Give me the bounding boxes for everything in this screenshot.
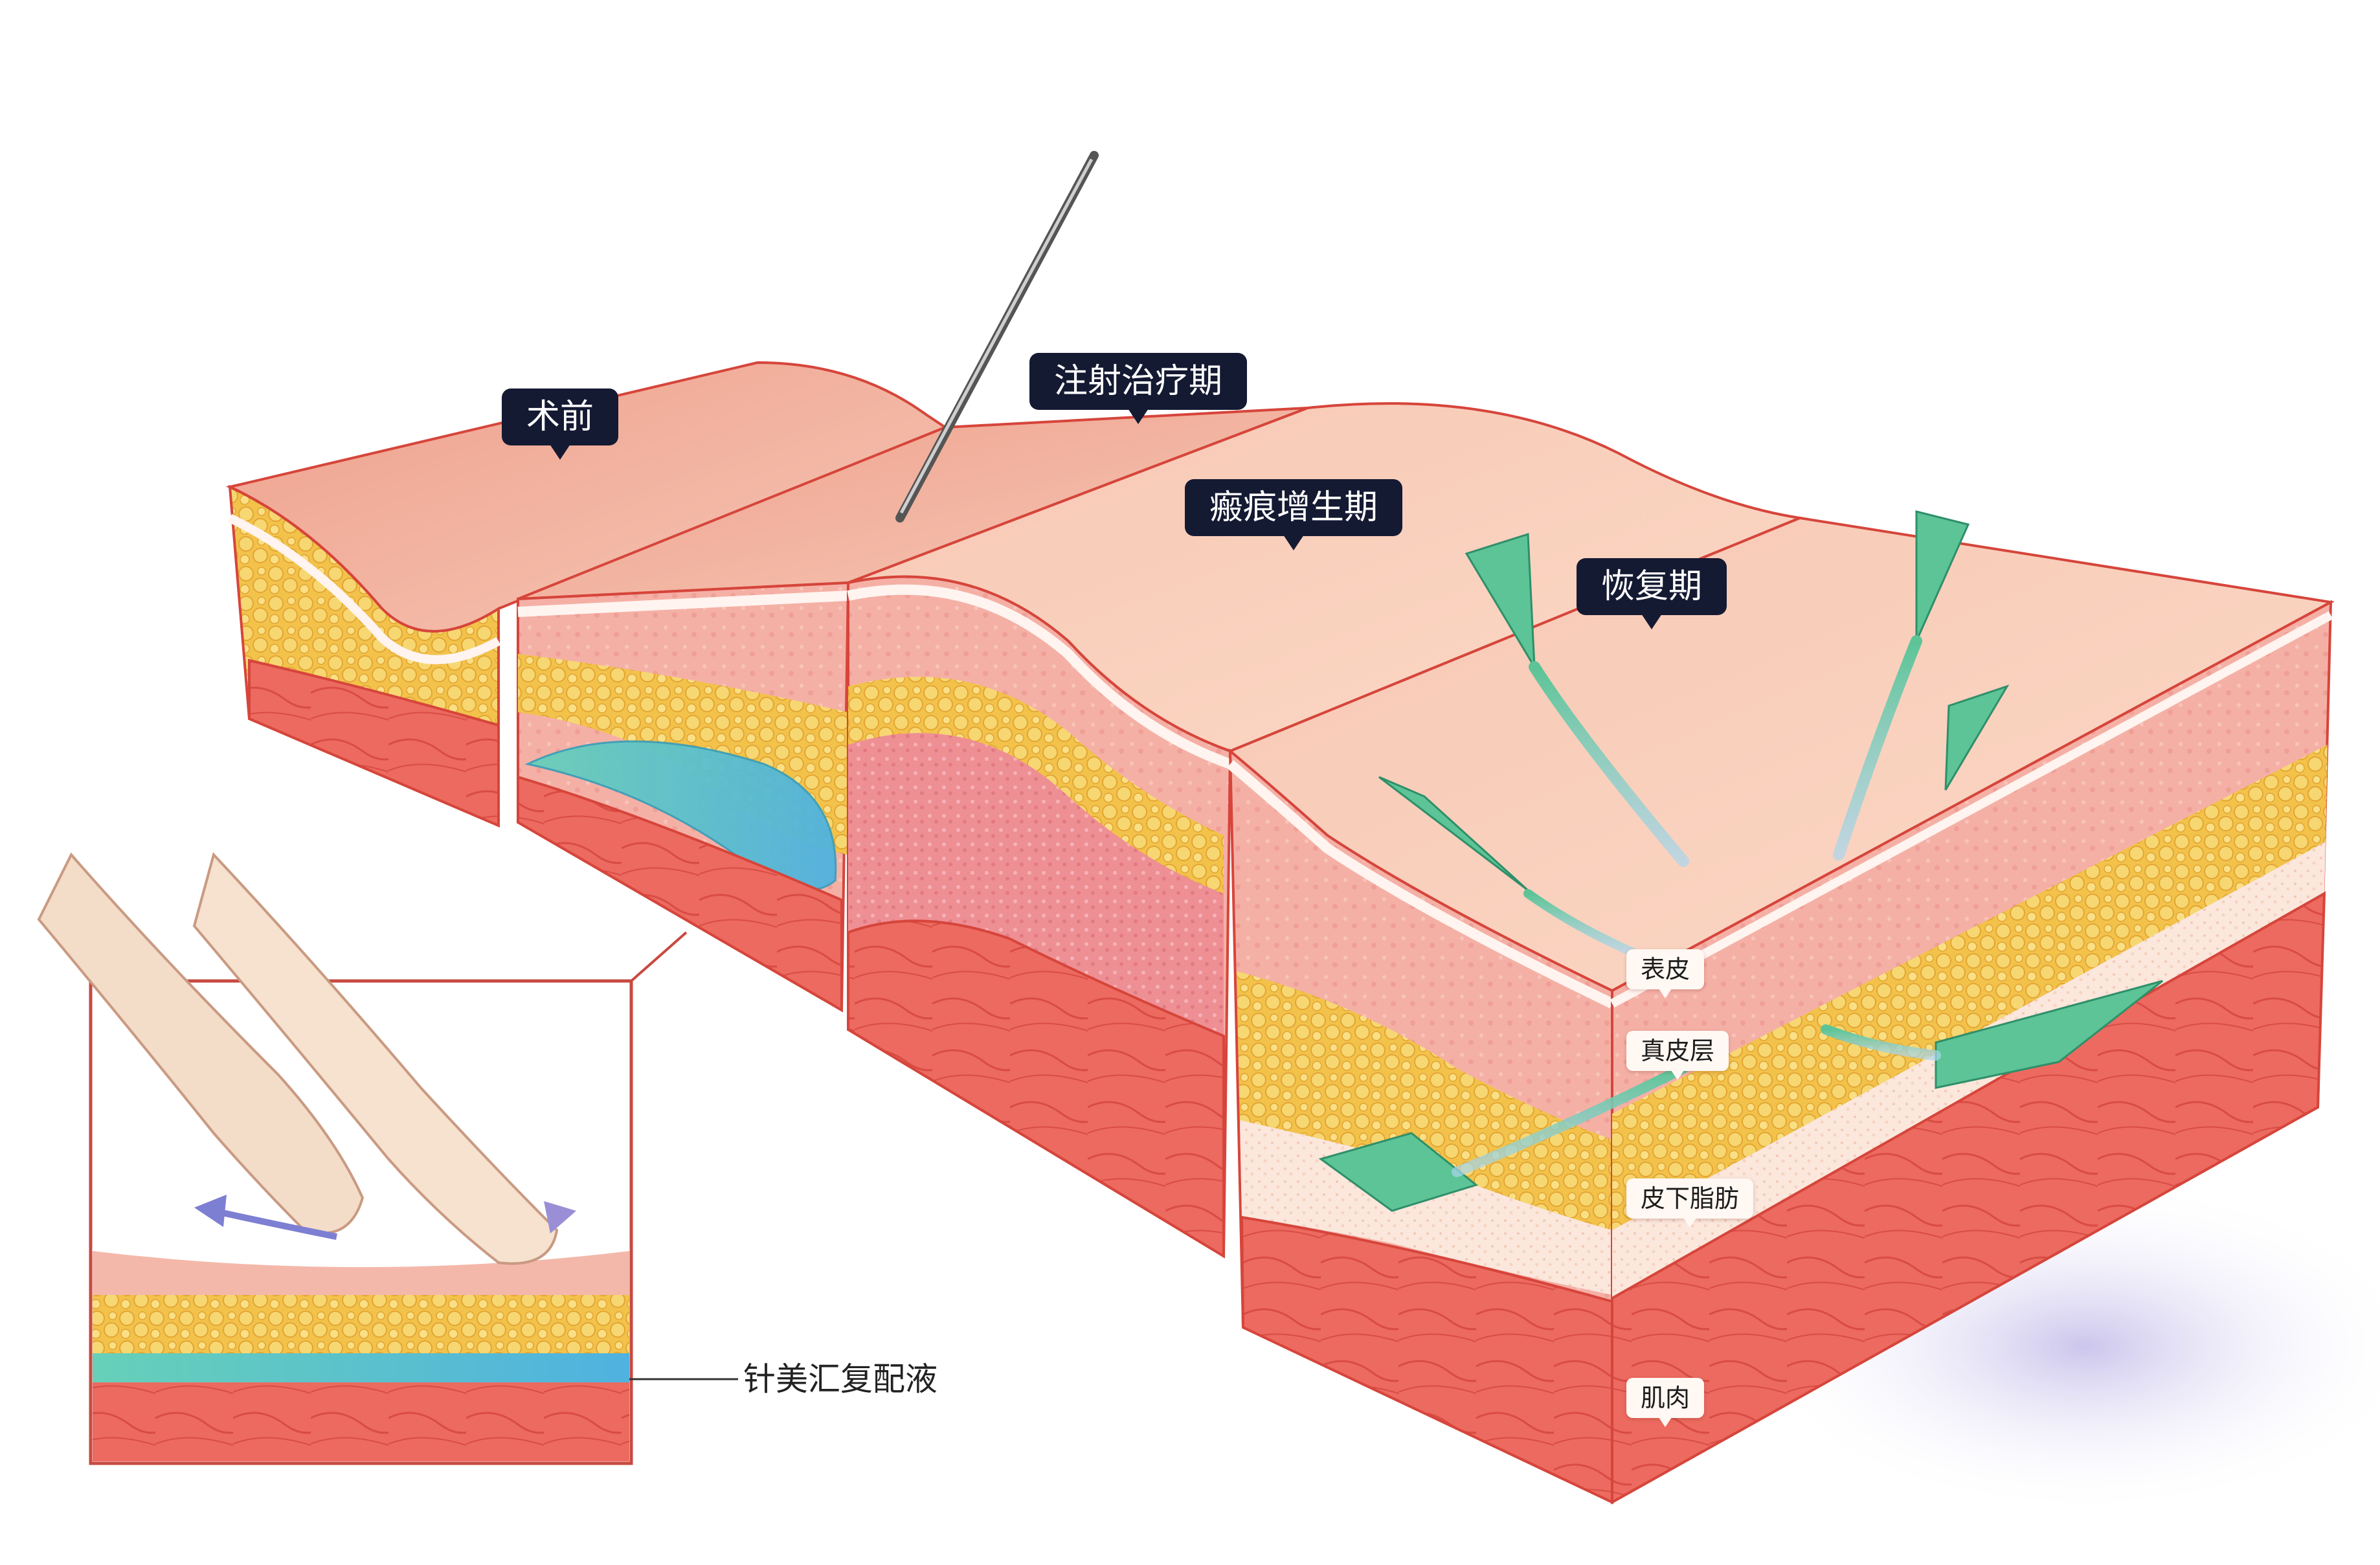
pre-op-muscle bbox=[248, 659, 500, 828]
arrow-icon bbox=[1944, 684, 2010, 791]
block-pre-op bbox=[225, 361, 949, 828]
hyperplasia-epidermis-line bbox=[847, 584, 1232, 769]
finger-icon bbox=[37, 852, 365, 1235]
injection-muscle bbox=[517, 775, 843, 1013]
needle-icon bbox=[895, 151, 1099, 523]
injection-gel bbox=[524, 740, 837, 891]
inset-connector-line bbox=[630, 931, 688, 982]
left-arrow-icon bbox=[212, 1208, 337, 1240]
arrow-icon bbox=[1465, 532, 1536, 668]
stage-label-recovery: 恢复期 bbox=[1577, 558, 1727, 629]
inset-fat-layer bbox=[93, 1295, 629, 1353]
arrow-trail-icon bbox=[1529, 661, 1689, 867]
arrow-trail-icon bbox=[1523, 889, 1636, 956]
recovery-front-fat bbox=[1237, 971, 1612, 1230]
hyperplasia-fat-layer bbox=[848, 677, 1224, 894]
right-arrow-head-icon bbox=[544, 1201, 576, 1233]
hyperplasia-scar-tissue bbox=[848, 733, 1224, 1036]
layer-label-epidermis: 表皮 bbox=[1626, 949, 1705, 998]
inset-panel bbox=[37, 852, 738, 1465]
recovery-front-muscle bbox=[1240, 1215, 1613, 1505]
arrow-trail-icon bbox=[1833, 635, 1922, 861]
stage-label-hyperplasia: 瘢痕增生期 bbox=[1185, 479, 1403, 550]
layer-label-dermis: 真皮层 bbox=[1626, 1031, 1729, 1080]
injection-epidermis-line bbox=[517, 591, 849, 617]
stage-label-pre-op: 术前 bbox=[502, 388, 619, 460]
pre-op-epidermis-line bbox=[227, 513, 501, 664]
layer-label-subcutaneous-fat: 皮下脂肪 bbox=[1626, 1178, 1754, 1228]
recovery-side-epidermis bbox=[1610, 611, 2333, 1008]
finger-icon bbox=[192, 852, 559, 1265]
hyperplasia-muscle bbox=[847, 919, 1225, 1259]
recovery-front-epidermis bbox=[1226, 760, 1615, 1009]
inset-muscle-layer bbox=[93, 1382, 629, 1461]
stage-label-injection: 注射治疗期 bbox=[1029, 353, 1248, 424]
arrow-trail-icon bbox=[1821, 1024, 1941, 1061]
healing-arrows bbox=[1318, 510, 2163, 1212]
inset-solution-layer bbox=[93, 1353, 629, 1382]
recovery-side-fat bbox=[1612, 745, 2328, 1230]
arrow-icon bbox=[1378, 776, 1529, 892]
layer-label-muscle: 肌肉 bbox=[1626, 1378, 1705, 1427]
arrow-icon bbox=[1318, 1132, 1479, 1212]
inset-epidermis-line bbox=[92, 1242, 630, 1267]
solution-label: 针美汇复配液 bbox=[743, 1360, 937, 1398]
arrow-icon bbox=[1935, 980, 2163, 1089]
block-hyperplasia bbox=[847, 402, 1805, 1259]
inset-skin-surface bbox=[93, 1250, 629, 1295]
arrow-trail-icon bbox=[1452, 1063, 1689, 1177]
block-injection bbox=[517, 407, 1308, 1013]
left-arrow-head-icon bbox=[194, 1195, 227, 1227]
arrow-icon bbox=[1915, 510, 1970, 642]
